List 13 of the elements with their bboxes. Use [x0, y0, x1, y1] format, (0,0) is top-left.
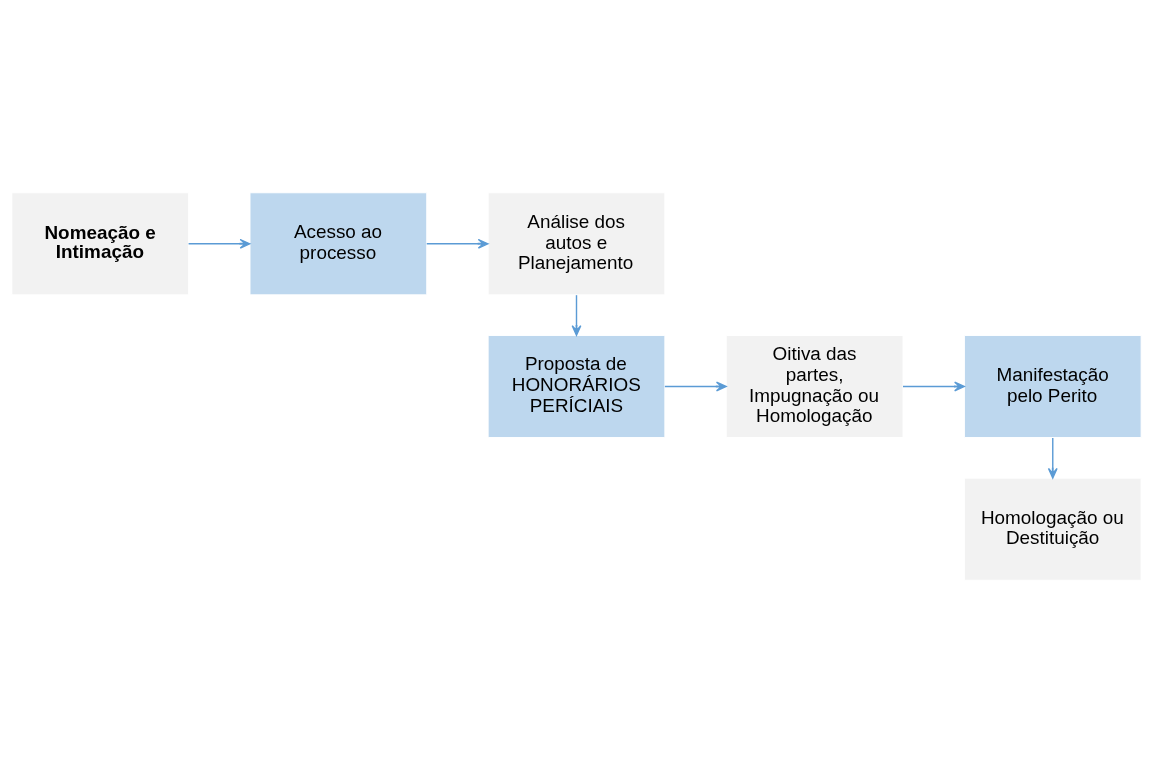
node-box: Manifestação pelo Perito — [963, 334, 1142, 438]
node-box: Proposta de HONORÁRIOS PERÍCIAIS — [487, 334, 666, 438]
node-box: Acesso ao processo — [249, 191, 428, 295]
node-box: Nomeação e Intimação — [11, 191, 190, 295]
arrow — [902, 381, 965, 391]
arrow — [664, 381, 727, 391]
arrow — [571, 294, 582, 336]
arrow — [187, 238, 251, 249]
node-box: Homologação ou Destituição — [963, 477, 1142, 581]
arrow — [1047, 436, 1058, 479]
node-box: Oitiva das partes, Impugnação ou Homologação — [725, 334, 904, 438]
arrow — [426, 238, 489, 249]
node-box: Análise dos autos e Planejamento — [487, 191, 666, 295]
